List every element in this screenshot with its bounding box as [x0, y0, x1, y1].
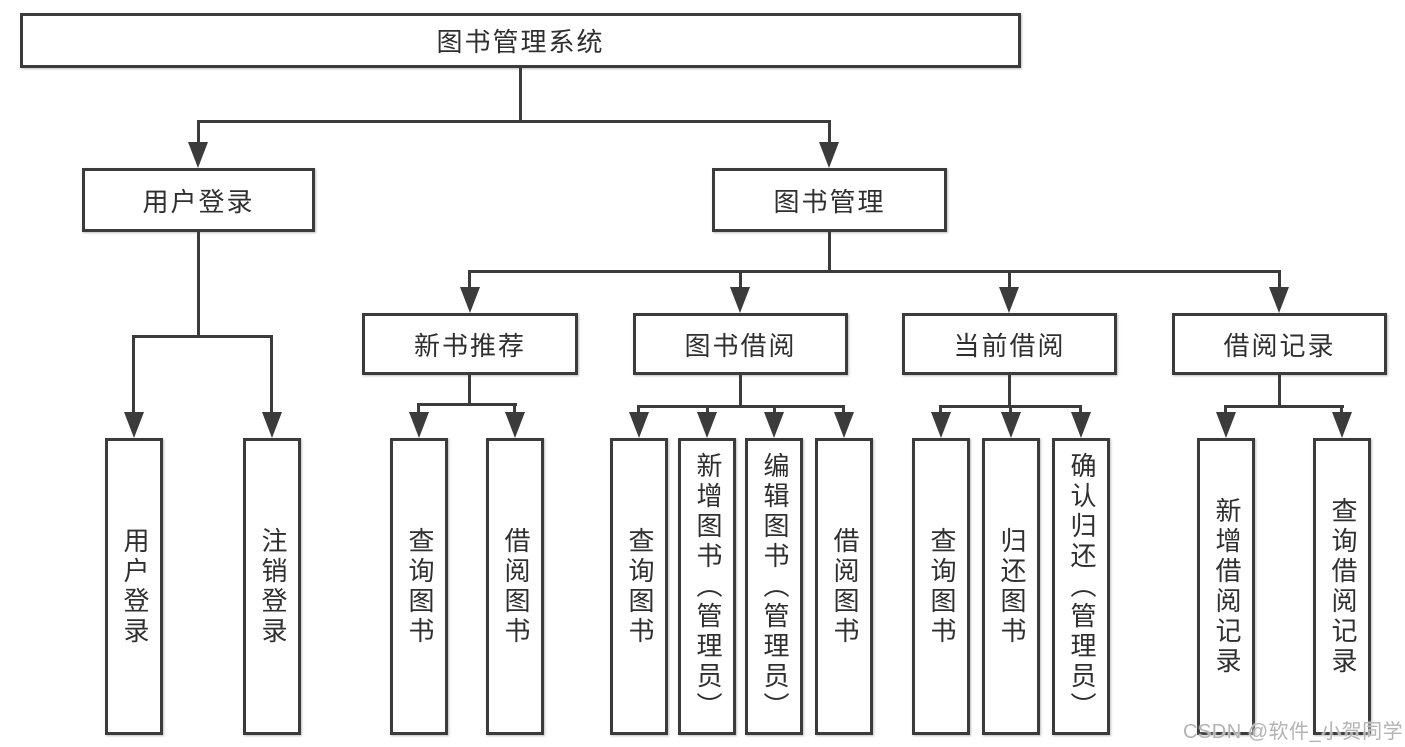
arrow-down-icon: [505, 412, 525, 438]
leaf-br-query-borrow-record: 查询借阅记录: [1313, 438, 1371, 735]
connector-line: [1340, 405, 1343, 415]
csdn-watermark: CSDN @软件_小贺同学: [1183, 721, 1404, 743]
connector-line: [197, 120, 831, 123]
connector-line: [637, 405, 845, 408]
connector-line: [939, 405, 942, 415]
node-borrowing-records: 借阅记录: [1172, 313, 1387, 375]
connector-line: [417, 403, 420, 415]
connector-line: [828, 232, 831, 273]
leaf-br-add-borrow-record: 新增借阅记录: [1197, 438, 1255, 735]
leaf-label: 归还图书: [996, 526, 1027, 647]
connector-line: [132, 335, 273, 338]
leaf-label: 新增图书（管理员）: [692, 451, 723, 722]
arrow-down-icon: [460, 287, 480, 313]
connector-line: [1009, 405, 1012, 415]
arrow-down-icon: [1269, 287, 1289, 313]
arrow-down-icon: [188, 142, 208, 168]
arrow-down-icon: [764, 412, 784, 438]
arrow-down-icon: [262, 412, 282, 438]
connector-line: [828, 120, 831, 146]
connector-line: [1008, 375, 1011, 408]
connector-line: [197, 120, 200, 146]
leaf-bb-query-books: 查询图书: [610, 438, 668, 735]
node-label: 新书推荐: [413, 330, 526, 361]
leaf-cb-query-books: 查询图书: [912, 438, 970, 735]
leaf-nbr-query-books: 查询图书: [390, 438, 448, 735]
connector-line: [132, 335, 135, 415]
node-library-management-system: 图书管理系统: [20, 13, 1021, 68]
node-label: 图书管理: [773, 186, 886, 217]
leaf-label: 查询图书: [926, 526, 957, 647]
leaf-label: 借阅图书: [500, 526, 531, 647]
arrow-down-icon: [1216, 412, 1236, 438]
arrow-down-icon: [697, 412, 717, 438]
leaf-user-login: 用户登录: [105, 438, 163, 735]
node-current-borrowing: 当前借阅: [902, 313, 1117, 375]
connector-line: [637, 405, 640, 415]
connector-line: [468, 375, 471, 406]
leaf-label: 注销登录: [257, 526, 288, 647]
connector-line: [739, 375, 742, 408]
node-label: 借阅记录: [1223, 330, 1336, 361]
connector-line: [468, 270, 1281, 273]
node-label: 图书借阅: [684, 330, 797, 361]
leaf-label: 查询图书: [624, 526, 655, 647]
arrow-down-icon: [1332, 412, 1352, 438]
node-user-login: 用户登录: [82, 168, 315, 232]
leaf-bb-borrow-books: 借阅图书: [815, 438, 873, 735]
connector-line: [513, 403, 516, 415]
arrow-down-icon: [629, 412, 649, 438]
connector-line: [270, 335, 273, 415]
connector-line: [1278, 375, 1281, 408]
leaf-label: 编辑图书（管理员）: [759, 451, 790, 722]
arrow-down-icon: [124, 412, 144, 438]
leaf-bb-edit-books-admin: 编辑图书（管理员）: [745, 438, 803, 735]
connector-line: [417, 403, 517, 406]
connector-line: [1224, 405, 1344, 408]
node-new-book-recommend: 新书推荐: [362, 313, 578, 375]
leaf-label: 新增借阅记录: [1211, 496, 1242, 677]
arrow-down-icon: [999, 287, 1019, 313]
connector-line: [842, 405, 845, 415]
connector-line: [197, 232, 200, 338]
connector-line: [1008, 270, 1011, 290]
connector-line: [519, 68, 522, 123]
arrow-down-icon: [834, 412, 854, 438]
connector-line: [1079, 405, 1082, 415]
leaf-label: 用户登录: [119, 526, 150, 647]
leaf-label: 确认归还（管理员）: [1066, 451, 1097, 722]
leaf-label: 借阅图书: [829, 526, 860, 647]
node-label: 图书管理系统: [436, 27, 605, 57]
connector-line: [1278, 270, 1281, 290]
connector-line: [1224, 405, 1227, 415]
node-book-borrowing: 图书借阅: [633, 313, 848, 375]
connector-line: [706, 405, 709, 415]
leaf-cb-confirm-return-admin: 确认归还（管理员）: [1052, 438, 1110, 735]
leaf-label: 查询图书: [404, 526, 435, 647]
leaf-nbr-borrow-books: 借阅图书: [486, 438, 544, 735]
leaf-logout: 注销登录: [243, 438, 301, 735]
node-label: 当前借阅: [953, 330, 1066, 361]
leaf-label: 查询借阅记录: [1327, 496, 1358, 677]
connector-line: [773, 405, 776, 415]
arrow-down-icon: [730, 287, 750, 313]
arrow-down-icon: [409, 412, 429, 438]
arrow-down-icon: [931, 412, 951, 438]
leaf-bb-add-books-admin: 新增图书（管理员）: [678, 438, 736, 735]
leaf-cb-return-books: 归还图书: [982, 438, 1040, 735]
arrow-down-icon: [1071, 412, 1091, 438]
arrow-down-icon: [1001, 412, 1021, 438]
arrow-down-icon: [819, 142, 839, 168]
connector-line: [468, 270, 471, 290]
connector-line: [739, 270, 742, 290]
node-book-management: 图书管理: [712, 168, 947, 232]
node-label: 用户登录: [142, 186, 255, 217]
